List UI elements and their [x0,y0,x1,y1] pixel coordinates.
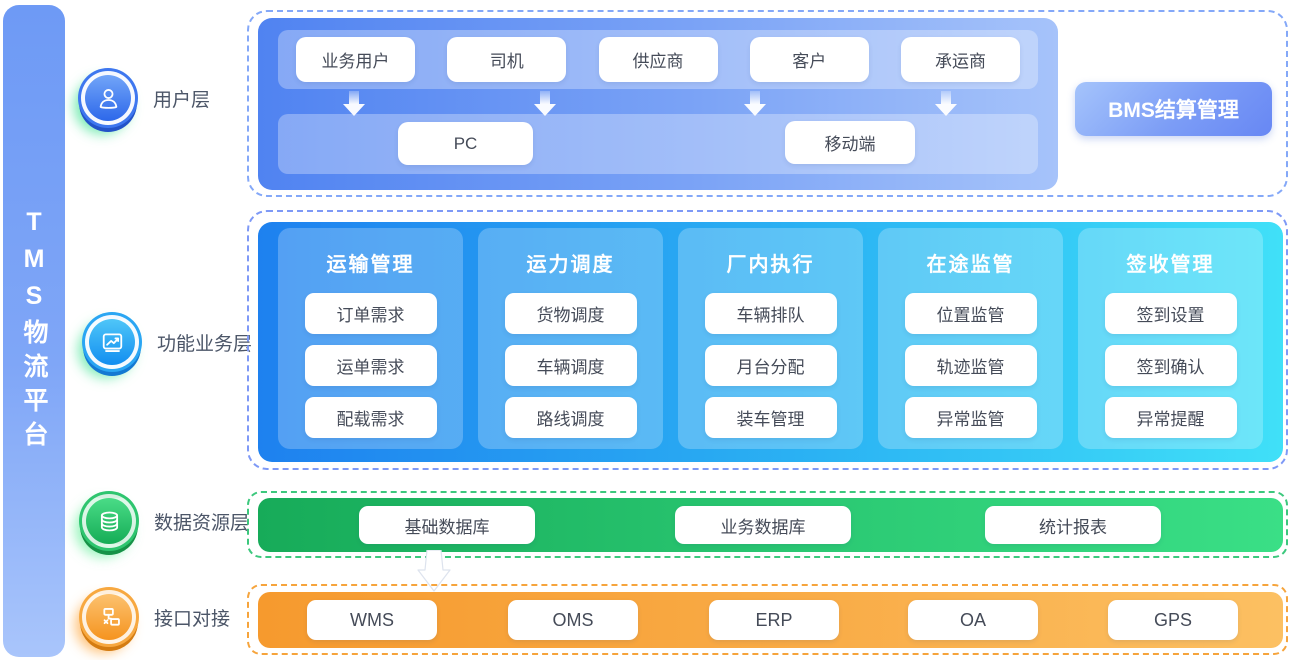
user-icon-core [81,71,135,125]
data-chip: 统计报表 [985,506,1161,544]
terminal-chip-mobile: 移动端 [785,121,915,164]
down-arrow-icon [935,91,957,116]
platform-banner: TMS物流平台 [3,5,65,657]
business-item: 车辆排队 [704,293,837,334]
business-column-monitoring: 在途监管 位置监管 轨迹监管 异常监管 [878,228,1063,449]
business-item: 签到确认 [1104,345,1237,386]
business-column-signoff: 签收管理 签到设置 签到确认 异常提醒 [1078,228,1263,449]
business-layer-frame [247,210,1288,470]
interface-chip: GPS [1108,600,1238,640]
layer-label-user: 用户层 [153,89,211,111]
business-item: 异常提醒 [1104,397,1237,438]
platform-title: TMS物流平台 [20,207,48,455]
user-terminals-strip [278,114,1038,174]
user-icon [78,68,138,128]
business-item: 路线调度 [504,397,637,438]
layer-label-interface: 接口对接 [154,608,231,630]
down-arrow-icon [534,91,556,116]
interface-chip: WMS [307,600,437,640]
column-title: 在途监管 [926,254,1015,276]
business-item: 车辆调度 [504,345,637,386]
layer-label-business: 功能业务层 [157,333,253,355]
trend-chart-icon-core [85,315,139,369]
interface-chip: ERP [709,600,839,640]
bms-settlement-button: BMS结算管理 [1075,82,1272,136]
business-column-transport: 运输管理 订单需求 运单需求 配载需求 [278,228,463,449]
business-item: 轨迹监管 [904,345,1037,386]
layer-label-data: 数据资源层 [154,512,250,534]
user-layer-frame [247,10,1288,197]
trend-chart-icon [82,312,142,372]
role-chip: 供应商 [598,37,718,82]
column-title: 签收管理 [1126,254,1215,276]
business-item: 运单需求 [304,345,437,386]
business-item: 月台分配 [704,345,837,386]
down-arrow-large-icon [412,549,456,593]
business-item: 位置监管 [904,293,1037,334]
interface-layer-panel: WMS OMS ERP OA GPS [258,592,1283,648]
terminal-chip-pc: PC [398,122,533,165]
database-icon-core [82,494,136,548]
network-nodes-icon-core [82,590,136,644]
user-roles-strip: 业务用户 司机 供应商 客户 承运商 [278,30,1038,89]
column-title: 运输管理 [326,254,415,276]
business-item: 货物调度 [504,293,637,334]
layer-row-interface: 接口对接 [79,587,230,647]
layer-row-user: 用户层 [78,68,210,128]
layer-row-data: 数据资源层 [79,491,249,551]
business-item: 异常监管 [904,397,1037,438]
network-nodes-icon [79,587,139,647]
business-column-factory: 厂内执行 车辆排队 月台分配 装车管理 [678,228,863,449]
layer-row-business: 功能业务层 [82,312,252,372]
interface-chip: OMS [508,600,638,640]
role-chip: 业务用户 [296,37,415,82]
business-item: 订单需求 [304,293,437,334]
column-title: 厂内执行 [726,254,815,276]
business-layer-panel: 运输管理 订单需求 运单需求 配载需求 运力调度 货物调度 车辆调度 路线调度 … [258,222,1283,462]
interface-chip: OA [908,600,1038,640]
business-item: 签到设置 [1104,293,1237,334]
data-chip: 基础数据库 [359,506,535,544]
column-title: 运力调度 [526,254,615,276]
role-chip: 客户 [749,37,869,82]
business-column-capacity: 运力调度 货物调度 车辆调度 路线调度 [478,228,663,449]
database-icon [79,491,139,551]
data-chip: 业务数据库 [675,506,851,544]
role-chip: 司机 [447,37,567,82]
data-layer-panel: 基础数据库 业务数据库 统计报表 [258,498,1283,552]
down-arrow-icon [744,91,766,116]
data-layer-frame [247,491,1288,558]
role-chip: 承运商 [901,37,1020,82]
business-item: 装车管理 [704,397,837,438]
down-arrow-icon [343,91,365,116]
interface-layer-frame [247,584,1288,655]
business-item: 配载需求 [304,397,437,438]
